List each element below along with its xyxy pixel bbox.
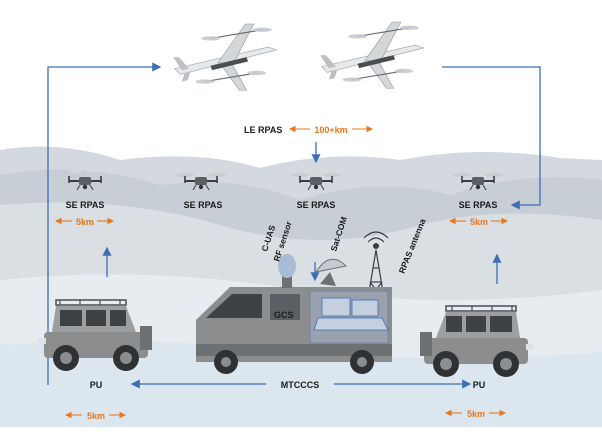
pu-right-label: PU <box>473 380 486 390</box>
arrow-pu-left-to-le <box>47 62 162 385</box>
se-rpas-label-2: SE RPAS <box>184 200 223 210</box>
pu-left-label: PU <box>90 380 103 390</box>
gcs-van <box>196 254 392 374</box>
range-arrows <box>54 125 509 419</box>
range-se-left-label: 5km <box>76 217 94 227</box>
radar-dome-icon <box>278 254 296 288</box>
connector-arrows <box>47 62 541 389</box>
range-pu-right-label: 5km <box>467 409 485 419</box>
arrow-le-to-se-right <box>442 66 541 210</box>
range-le-label: 100+km <box>314 125 347 135</box>
se-rpas-label-4: SE RPAS <box>459 200 498 210</box>
laptop-icon <box>313 297 389 331</box>
le-rpas-drone-right <box>319 21 425 89</box>
se-rpas-label-3: SE RPAS <box>297 200 336 210</box>
mtcccs-label: MTCCCS <box>281 380 320 390</box>
le-rpas-drone-left <box>172 23 278 91</box>
range-se-right-label: 5km <box>470 217 488 227</box>
le-rpas-label: LE RPAS <box>244 125 282 135</box>
range-pu-left-label: 5km <box>87 411 105 421</box>
se-rpas-label-1: SE RPAS <box>66 200 105 210</box>
gcs-label: GCS <box>274 310 294 320</box>
satellite-dish-icon <box>314 258 348 286</box>
